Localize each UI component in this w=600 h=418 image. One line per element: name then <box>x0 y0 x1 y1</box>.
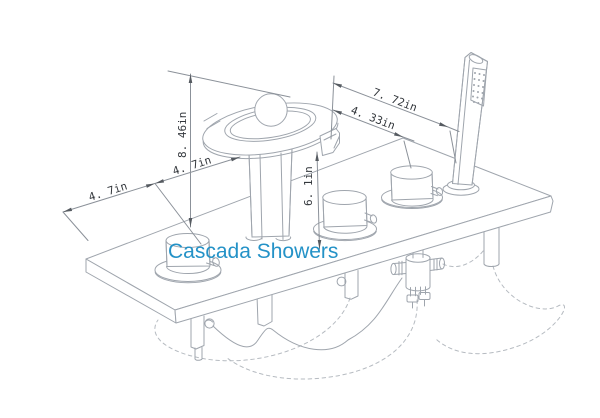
handheld-shower <box>442 52 488 196</box>
under-deck-plumbing <box>154 227 565 380</box>
dim-label-spout-height: 6. 1in <box>302 166 315 206</box>
right-knob <box>381 165 444 210</box>
brand-text: Cascada Showers <box>168 240 338 263</box>
left-mounting-shank <box>190 315 215 361</box>
dim-label-spacing-a: 4. 7in <box>87 180 129 204</box>
left-knob <box>154 233 222 284</box>
dim-label-handshower-distance: 7. 72in <box>371 86 419 115</box>
middle-knob <box>313 190 378 242</box>
spout-ball <box>254 93 288 127</box>
spray-face <box>470 67 487 107</box>
hose-lines <box>154 249 565 380</box>
spout-lip <box>319 128 340 156</box>
dim-label-knob-distance: 4. 33in <box>349 104 397 133</box>
spout-shank <box>256 292 273 327</box>
waterfall-spout <box>202 93 340 242</box>
dim-spout-height: 6. 1in <box>302 151 322 250</box>
diverter-valve <box>390 249 445 309</box>
dim-overall-height: 8. 46in <box>167 70 291 228</box>
handshower-hose-shank <box>483 227 500 268</box>
middle-knob-shank <box>336 270 359 300</box>
dim-label-overall-height: 8. 46in <box>176 112 189 158</box>
